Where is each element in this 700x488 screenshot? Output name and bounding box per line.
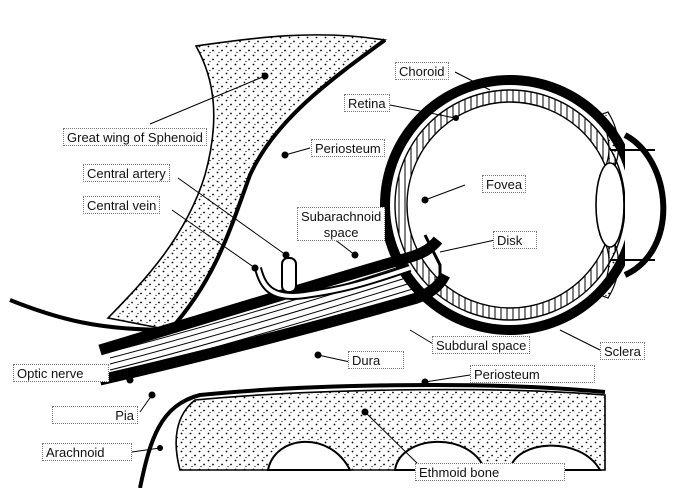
label-sclera: Sclera — [600, 342, 645, 360]
label-central-vein: Central vein — [83, 196, 160, 214]
label-periosteum-bottom: Periosteum — [470, 365, 595, 383]
label-fovea: Fovea — [482, 175, 526, 193]
lens — [596, 163, 624, 247]
label-subarachnoid-line1: Subarachnoid — [301, 209, 381, 224]
label-optic-nerve: Optic nerve — [13, 364, 109, 382]
label-pia: Pia — [52, 406, 138, 424]
label-great-wing-of-sphenoid: Great wing of Sphenoid — [63, 128, 207, 146]
label-retina: Retina — [344, 94, 390, 112]
label-subarachnoid-space: Subarachnoid space — [297, 207, 385, 241]
label-arachnoid: Arachnoid — [42, 443, 132, 461]
label-central-artery: Central artery — [83, 164, 170, 182]
label-disk: Disk — [493, 231, 537, 249]
label-choroid: Choroid — [395, 62, 449, 80]
label-subarachnoid-line2: space — [324, 225, 359, 240]
cornea — [625, 135, 663, 275]
label-ethmoid-bone: Ethmoid bone — [415, 463, 565, 481]
label-periosteum-top: Periosteum — [311, 139, 385, 157]
central-artery-vessel — [282, 258, 296, 292]
label-subdural-space: Subdural space — [432, 336, 530, 354]
label-dura: Dura — [348, 351, 404, 369]
